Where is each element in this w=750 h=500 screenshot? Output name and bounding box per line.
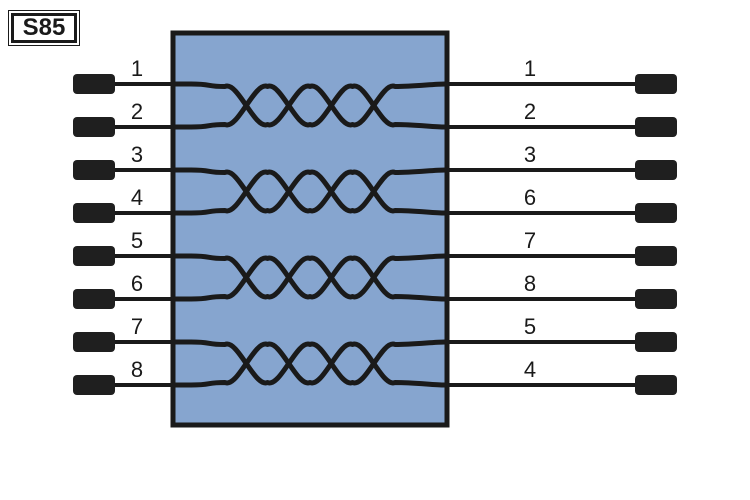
- left-pin-label: 7: [130, 314, 144, 339]
- left-pin-block: [73, 74, 115, 94]
- left-pin-block: [73, 117, 115, 137]
- left-pin-label: 3: [130, 142, 144, 167]
- left-pin-label: 2: [130, 99, 144, 124]
- left-pin-block: [73, 246, 115, 266]
- connector-box-group: [170, 30, 450, 428]
- twisted-pair-wire: [170, 255, 450, 302]
- left-pin-label: 4: [130, 185, 144, 210]
- right-pin-block: [635, 289, 677, 309]
- right-pin-label: 7: [523, 228, 537, 253]
- right-pin-block: [635, 160, 677, 180]
- left-pin-block: [73, 203, 115, 223]
- right-pin-label: 8: [523, 271, 537, 296]
- right-pin-label: 2: [523, 99, 537, 124]
- right-pin-label: 1: [523, 56, 537, 81]
- s85-badge-label: S85: [22, 14, 66, 41]
- left-pin-block: [73, 160, 115, 180]
- twisted-pair-wire: [170, 169, 450, 216]
- connector-box: [170, 30, 450, 428]
- left-pin-label: 1: [130, 56, 144, 81]
- right-pin-label: 5: [523, 314, 537, 339]
- twisted-pair-wire: [170, 81, 450, 128]
- left-pin-block: [73, 289, 115, 309]
- right-pin-label: 6: [523, 185, 537, 210]
- left-pin-label: 8: [130, 357, 144, 382]
- right-pin-block: [635, 246, 677, 266]
- twisted-pair-wire: [170, 167, 450, 214]
- twisted-pair-wire: [170, 339, 450, 386]
- right-pin-block: [635, 375, 677, 395]
- left-pin-block: [73, 332, 115, 352]
- pin-group: [73, 74, 677, 395]
- right-pin-block: [635, 332, 677, 352]
- wire-group: [113, 81, 637, 388]
- right-pin-block: [635, 74, 677, 94]
- twisted-pair-wire: [170, 341, 450, 388]
- left-pin-label: 6: [130, 271, 144, 296]
- right-pin-block: [635, 203, 677, 223]
- twisted-pair-wire: [170, 83, 450, 130]
- right-pin-label: 4: [523, 357, 537, 382]
- right-pin-label: 3: [523, 142, 537, 167]
- s85-badge: S85: [8, 10, 80, 46]
- right-pin-block: [635, 117, 677, 137]
- s85-badge-inner: S85: [11, 13, 77, 43]
- left-pin-label: 5: [130, 228, 144, 253]
- twisted-pair-wire: [170, 253, 450, 300]
- left-pin-block: [73, 375, 115, 395]
